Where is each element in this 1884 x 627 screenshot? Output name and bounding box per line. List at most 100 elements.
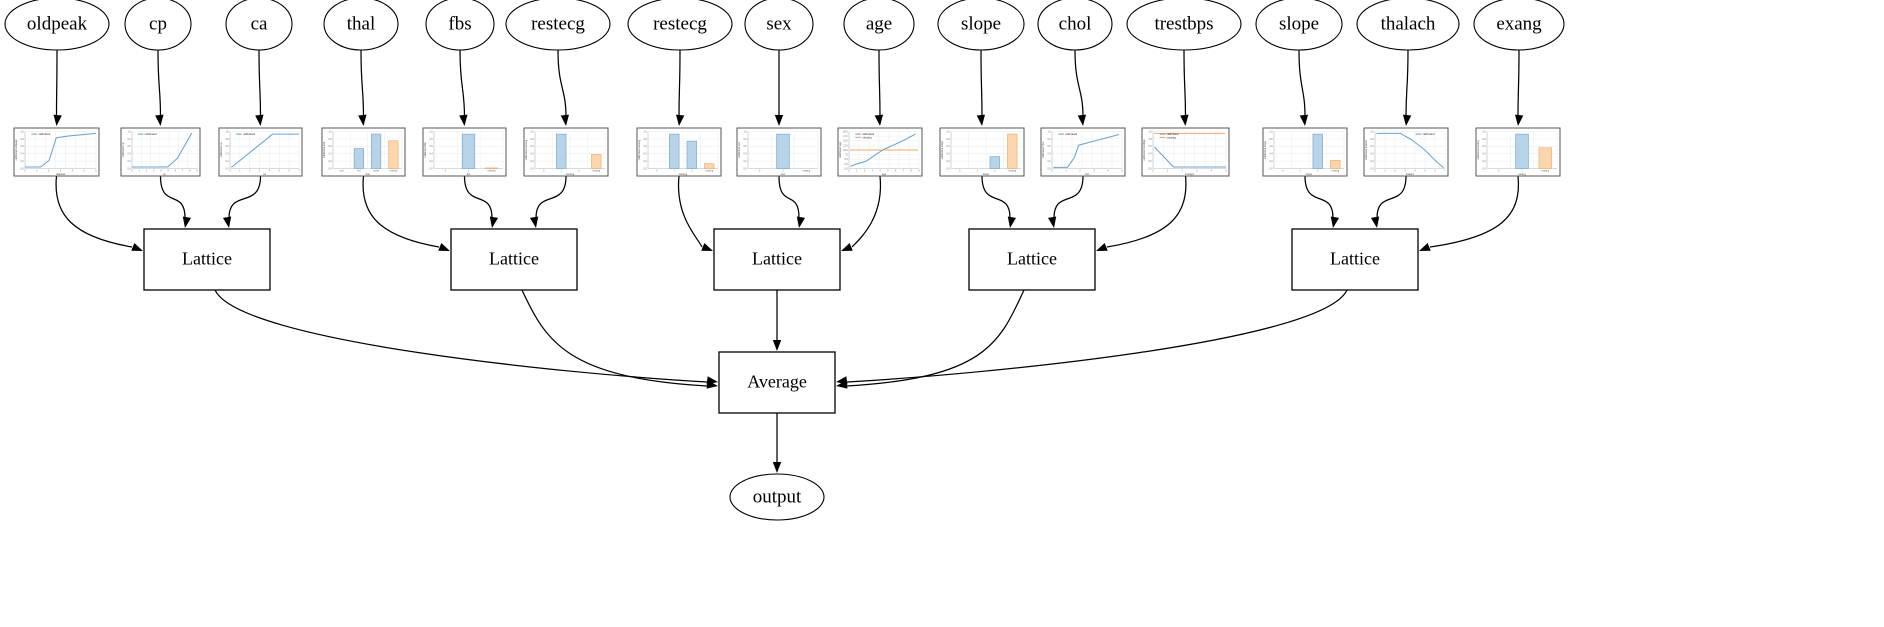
feature-ellipse[interactable] (1255, 0, 1343, 51)
output-ellipse[interactable] (729, 473, 825, 521)
svg-text:0.6: 0.6 (1269, 146, 1273, 148)
lattice-box[interactable] (968, 228, 1096, 291)
svg-text:0.6: 0.6 (429, 146, 433, 148)
svg-text:missing: missing (592, 171, 601, 173)
lattice-box[interactable] (1291, 228, 1419, 291)
feature-label: age (866, 13, 892, 34)
feature-node-oldpeak-0[interactable]: oldpeak (4, 0, 110, 51)
svg-text:1: 1 (36, 171, 38, 173)
svg-text:1: 1 (561, 171, 563, 173)
svg-text:0.0: 0.0 (1047, 168, 1051, 170)
average-label: Average (747, 372, 807, 392)
lattice-box[interactable] (143, 228, 271, 291)
feature-node-thalach-13[interactable]: thalach (1356, 0, 1460, 51)
lattice-node-L0[interactable]: Lattice (143, 228, 271, 291)
feature-node-thal-3[interactable]: thal (323, 0, 399, 51)
feature-ellipse[interactable] (937, 0, 1025, 51)
feature-ellipse[interactable] (505, 0, 611, 51)
edge-calibrator-to-lattice (535, 175, 567, 219)
feature-node-exang-14[interactable]: exang (1473, 0, 1565, 51)
lattice-node-L2[interactable]: Lattice (713, 228, 841, 291)
svg-text:0.2: 0.2 (328, 161, 332, 163)
feature-node-sex-7[interactable]: sex (744, 0, 814, 51)
feature-node-trestbps-11[interactable]: trestbps (1126, 0, 1242, 51)
feature-ellipse[interactable] (1356, 0, 1460, 51)
feature-node-chol-10[interactable]: chol (1037, 0, 1113, 51)
feature-node-cp-1[interactable]: cp (124, 0, 192, 51)
lattice-label: Lattice (1330, 249, 1380, 269)
feature-node-slope-12[interactable]: slope (1255, 0, 1343, 51)
svg-text:1.0: 1.0 (1148, 131, 1152, 133)
svg-text:1: 1 (1300, 171, 1302, 173)
feature-ellipse[interactable] (843, 0, 915, 51)
feature-ellipse[interactable] (1037, 0, 1113, 51)
svg-text:3: 3 (1093, 171, 1095, 173)
arrow-to-output (772, 462, 782, 473)
feature-node-restecg-6[interactable]: restecg (627, 0, 733, 51)
svg-text:0.0: 0.0 (1482, 168, 1486, 170)
svg-text:3: 3 (153, 171, 155, 173)
svg-text:cp: cp (163, 173, 166, 176)
feature-ellipse[interactable] (744, 0, 814, 51)
svg-text:1.0: 1.0 (20, 131, 24, 133)
svg-text:6: 6 (895, 171, 897, 173)
svg-text:6: 6 (1434, 171, 1436, 173)
svg-text:0: 0 (1152, 171, 1154, 173)
svg-text:0.8: 0.8 (1148, 139, 1152, 141)
lattice-box[interactable] (713, 228, 841, 291)
lattice-node-L1[interactable]: Lattice (450, 228, 578, 291)
edge-calibrator-to-lattice (55, 175, 133, 248)
svg-text:0.4: 0.4 (1370, 154, 1374, 156)
feature-node-fbs-4[interactable]: fbs (425, 0, 495, 51)
feature-ellipse[interactable] (1473, 0, 1565, 51)
svg-text:5: 5 (1424, 171, 1426, 173)
svg-text:0.6: 0.6 (1370, 146, 1374, 148)
svg-text:calibrated restecg: calibrated restecg (637, 139, 641, 160)
feature-label: fbs (448, 13, 471, 34)
feature-ellipse[interactable] (627, 0, 733, 51)
svg-text:7: 7 (903, 171, 905, 173)
feature-ellipse[interactable] (323, 0, 399, 51)
svg-text:0: 0 (848, 171, 850, 173)
edge-oldpeak-to-calibrator (55, 49, 58, 118)
svg-text:calibrated: calibrated (1065, 132, 1078, 136)
feature-node-restecg-5[interactable]: restecg (505, 0, 611, 51)
edge-lattice-to-average (846, 289, 1025, 387)
svg-text:0.4: 0.4 (1482, 154, 1486, 156)
output-node[interactable]: output (729, 473, 825, 521)
feature-node-ca-2[interactable]: ca (225, 0, 293, 51)
feature-node-slope-9[interactable]: slope (937, 0, 1025, 51)
average-node[interactable]: Average (718, 351, 836, 414)
svg-text:5: 5 (279, 171, 281, 173)
lattice-box[interactable] (450, 228, 578, 291)
feature-ellipse[interactable] (124, 0, 192, 51)
edge-fbs-to-calibrator (459, 49, 466, 118)
feature-ellipse[interactable] (4, 0, 110, 51)
feature-ellipse[interactable] (425, 0, 495, 51)
feature-node-age-8[interactable]: age (843, 0, 915, 51)
svg-text:1.0: 1.0 (429, 131, 433, 133)
lattice-node-L3[interactable]: Lattice (968, 228, 1096, 291)
feature-ellipse[interactable] (1126, 0, 1242, 51)
svg-text:restecg: restecg (566, 172, 575, 176)
feature-label: slope (1279, 13, 1319, 34)
svg-text:1: 1 (1167, 171, 1169, 173)
svg-text:1.0: 1.0 (1269, 131, 1273, 133)
feature-label: chol (1059, 13, 1092, 34)
feature-ellipse[interactable] (225, 0, 293, 51)
svg-text:3: 3 (872, 171, 874, 173)
svg-text:7: 7 (1444, 171, 1446, 173)
svg-text:1: 1 (1065, 171, 1067, 173)
svg-text:1: 1 (1521, 171, 1523, 173)
lattice-node-L4[interactable]: Lattice (1291, 228, 1419, 291)
svg-text:0.6: 0.6 (643, 146, 647, 148)
svg-text:0.6: 0.6 (743, 146, 747, 148)
average-box[interactable] (718, 351, 836, 414)
arrow-to-calibrator (560, 114, 570, 126)
svg-text:0.2: 0.2 (1482, 161, 1486, 163)
svg-text:2: 2 (1394, 171, 1396, 173)
